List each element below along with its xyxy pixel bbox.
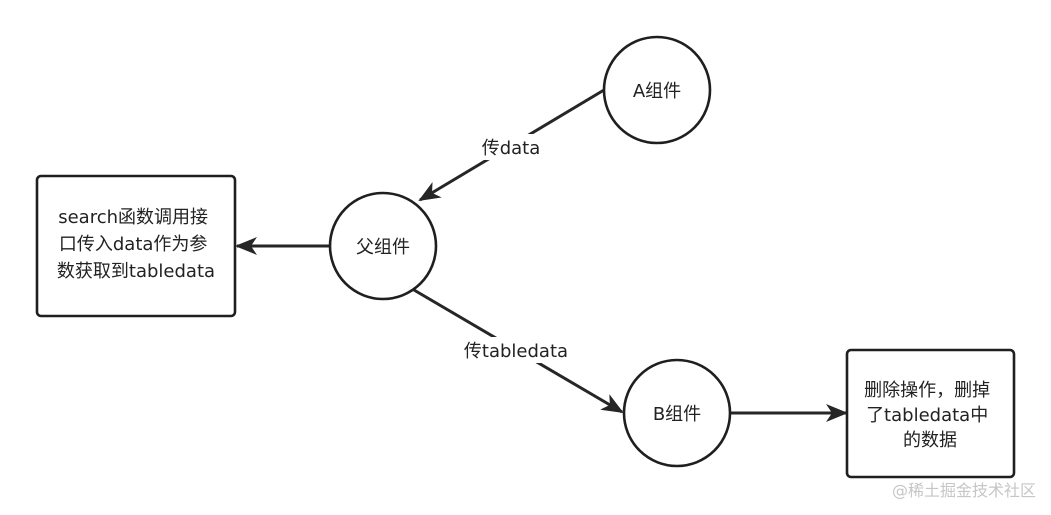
node-parent-component: 父组件 (328, 191, 438, 301)
search-box-line-1: search函数调用接 (58, 207, 208, 228)
watermark: @稀土掘金技术社区 (892, 481, 1036, 500)
edge-label-bg (458, 337, 574, 363)
node-a-component-label: A组件 (633, 81, 681, 102)
node-b-component-label: B组件 (653, 404, 701, 425)
node-search-box: search函数调用接 口传入data作为参 数获取到tabledata (35, 174, 237, 318)
node-b-component: B组件 (622, 358, 732, 468)
node-parent-component-label: 父组件 (356, 237, 410, 258)
delete-box-line-1: 删除操作，删掉 (864, 380, 990, 401)
delete-box-text: 删除操作，删掉 了tabledata中 的数据 (864, 380, 996, 451)
node-a-component: A组件 (602, 35, 712, 145)
delete-box-line-3: 的数据 (903, 430, 957, 451)
edge-label-parent-to-b: 传tabledata (464, 341, 568, 362)
edge-label-bg (478, 134, 544, 160)
edge-label-a-to-parent: 传data (482, 138, 541, 159)
search-box-line-2: 口传入data作为参 (59, 234, 208, 255)
search-box-line-3: 数获取到tabledata (57, 261, 215, 282)
delete-box-line-2: 了tabledata中 (866, 405, 988, 426)
search-box-text: search函数调用接 口传入data作为参 数获取到tabledata (57, 207, 215, 282)
node-delete-box: 删除操作，删掉 了tabledata中 的数据 (845, 348, 1016, 479)
